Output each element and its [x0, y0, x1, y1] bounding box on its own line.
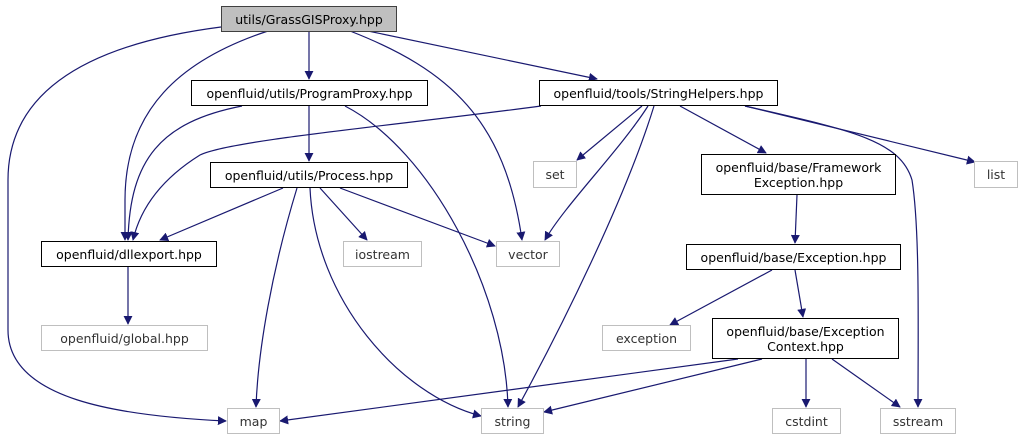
node-label: list [986, 167, 1006, 182]
node-std-exception: exception [602, 325, 691, 351]
edge-grassgis-dllexport [120, 30, 269, 241]
node-label: map [239, 413, 268, 429]
edge-stringhelpers-frameworkexception [679, 105, 767, 154]
edge-programproxy-dllexport [123, 105, 243, 241]
edge-stringhelpers-list [744, 105, 976, 165]
edge-grassgis-map [7, 26, 227, 426]
node-label: openfluid/global.hpp [60, 330, 189, 346]
node-set: set [533, 161, 577, 188]
edge-stringhelpers-string [517, 105, 655, 408]
node-label: openfluid/base/Exception Context.hpp [726, 323, 885, 354]
edge-exceptioncontext-sstream [831, 358, 901, 408]
node-programproxy[interactable]: openfluid/utils/ProgramProxy.hpp [191, 80, 428, 106]
node-sstream: sstream [880, 408, 956, 434]
edge-programproxy-string [344, 105, 513, 408]
node-label: sstream [892, 413, 944, 429]
node-label: utils/GrassGISProxy.hpp [235, 11, 383, 27]
edge-exceptioncontext-string [543, 358, 763, 415]
edge-process-map [251, 187, 298, 408]
node-vector: vector [496, 241, 560, 267]
node-string: string [481, 408, 544, 434]
node-exception-hpp[interactable]: openfluid/base/Exception.hpp [686, 244, 901, 270]
node-dllexport[interactable]: openfluid/dllexport.hpp [41, 241, 217, 267]
edge-frameworkexception-exception [790, 194, 800, 244]
edge-grassgis-stringhelpers [367, 30, 598, 82]
edge-process-vector [339, 187, 496, 248]
node-exceptioncontext[interactable]: openfluid/base/Exception Context.hpp [712, 318, 899, 359]
edge-grassgis-vector [349, 30, 526, 241]
node-label: openfluid/utils/Process.hpp [224, 167, 394, 183]
node-label: openfluid/tools/StringHelpers.hpp [553, 85, 764, 101]
node-map: map [227, 408, 280, 434]
node-cstdint: cstdint [772, 408, 841, 434]
node-label: vector [508, 246, 548, 262]
node-label: string [494, 413, 531, 429]
edge-stringhelpers-dllexport [130, 105, 542, 241]
edge-exception-stdexception [669, 269, 773, 326]
node-label: openfluid/base/Framework Exception.hpp [715, 159, 882, 190]
edge-process-dllexport [159, 187, 284, 241]
node-label: openfluid/base/Exception.hpp [700, 249, 887, 265]
edge-stringhelpers-set [576, 105, 643, 161]
node-stringhelpers[interactable]: openfluid/tools/StringHelpers.hpp [539, 80, 778, 106]
node-process[interactable]: openfluid/utils/Process.hpp [210, 162, 408, 188]
node-label: exception [615, 330, 678, 346]
edge-exception-exceptioncontext [794, 269, 807, 318]
node-label: cstdint [785, 413, 828, 429]
node-label: openfluid/utils/ProgramProxy.hpp [206, 85, 413, 101]
node-grassgisproxy[interactable]: utils/GrassGISProxy.hpp [221, 6, 397, 32]
node-list: list [974, 161, 1018, 188]
edge-stringhelpers-vector [544, 105, 649, 241]
edge-exceptioncontext-map [279, 358, 739, 425]
node-label: set [545, 167, 565, 182]
edge-process-string [309, 187, 482, 419]
node-iostream: iostream [343, 241, 422, 267]
node-label: openfluid/dllexport.hpp [56, 246, 202, 262]
node-global: openfluid/global.hpp [41, 325, 208, 351]
edge-process-iostream [319, 187, 368, 241]
node-frameworkexception[interactable]: openfluid/base/Framework Exception.hpp [701, 154, 896, 195]
node-label: iostream [355, 246, 410, 262]
